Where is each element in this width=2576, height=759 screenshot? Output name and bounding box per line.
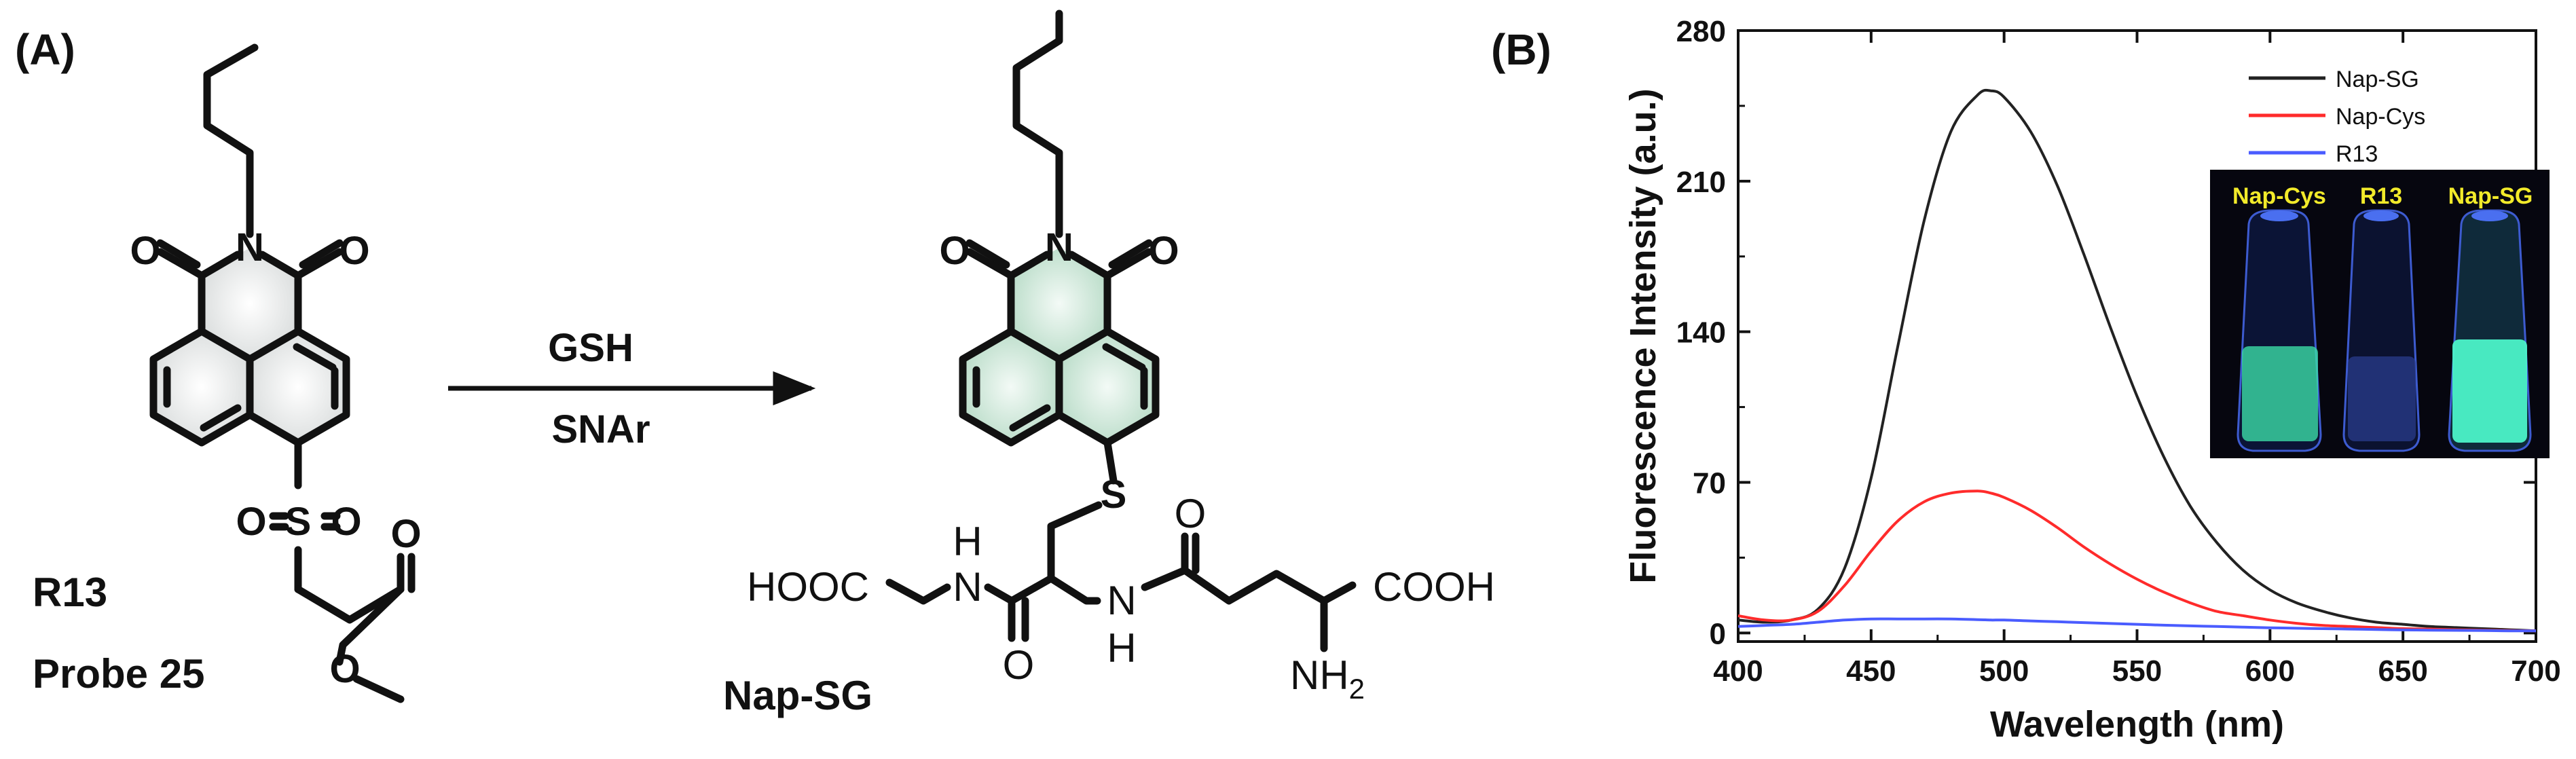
atom-s: S: [1101, 473, 1127, 517]
atom-o: O: [1175, 491, 1207, 536]
reaction-type: SNAr: [551, 407, 650, 451]
atom-n: N: [1045, 225, 1073, 270]
atom-o: O: [329, 647, 360, 691]
vial-r13: [2342, 209, 2421, 452]
atom-o: O: [390, 512, 421, 556]
atom-o: O: [1148, 229, 1179, 273]
product-molecule: [885, 10, 1357, 652]
y-tick-label: 70: [1693, 466, 1726, 500]
probe-molecule: [149, 43, 416, 703]
hooc-group: HOOC: [747, 564, 869, 610]
x-tick-label: 550: [2112, 654, 2162, 688]
inset-photo: Nap-Cys R13 Nap-SG: [2210, 170, 2550, 458]
reaction-scheme: (A) N O O: [15, 10, 1495, 718]
y-tick-label: 0: [1710, 617, 1726, 650]
product-group-labels: H N O N H O HOOC COOH NH2: [747, 491, 1495, 705]
series-line-r13: [1737, 617, 2536, 633]
panel-a-label: (A): [15, 25, 75, 74]
y-axis-label: Fluorescence Intensity (a.u.): [1623, 88, 1663, 583]
probe-alias: Probe 25: [33, 651, 204, 697]
legend-label-r13: R13: [2336, 141, 2378, 167]
atom-h: H: [1107, 625, 1136, 671]
x-tick-label: 700: [2511, 654, 2560, 688]
y-tick-label: 280: [1676, 15, 1726, 48]
inset-label-nap-cys: Nap-Cys: [2232, 183, 2326, 209]
inset-label-r13: R13: [2360, 183, 2402, 209]
x-tick-label: 650: [2378, 654, 2427, 688]
atom-o: O: [939, 229, 970, 273]
legend-label-nap-sg: Nap-SG: [2336, 67, 2419, 92]
probe-name: R13: [33, 570, 107, 615]
reagent-gsh: GSH: [548, 326, 633, 370]
x-tick-label: 600: [2245, 654, 2295, 688]
amine-group: NH2: [1290, 652, 1365, 705]
x-tick-label: 500: [1979, 654, 2029, 688]
inset-label-nap-sg: Nap-SG: [2448, 183, 2533, 209]
x-tick-label: 450: [1846, 654, 1896, 688]
cooh-group: COOH: [1373, 564, 1495, 610]
vial-nap-sg: [2448, 209, 2532, 452]
atom-h: H: [953, 519, 982, 564]
amine-subscript: 2: [1349, 673, 1365, 705]
amine-nh: NH: [1290, 652, 1349, 698]
y-tick-label: 140: [1676, 316, 1726, 350]
atom-o: O: [339, 229, 369, 273]
imide-ring: [202, 248, 298, 359]
series-line-nap-sg: [1737, 88, 2537, 633]
x-axis-label: Wavelength (nm): [1990, 704, 2284, 745]
product-name: Nap-SG: [723, 673, 872, 718]
legend-label-nap-cys: Nap-Cys: [2336, 104, 2425, 130]
atom-o: O: [130, 229, 160, 273]
atom-n: N: [953, 564, 982, 610]
product-atom-labels: N O O S: [939, 225, 1179, 517]
atom-n: N: [236, 225, 264, 270]
atom-o: O: [1003, 642, 1035, 688]
atom-n: N: [1107, 578, 1136, 623]
atom-o: O: [236, 500, 266, 544]
plot-area: 400 450 500 550 600 650 700 0 70 140 210 280Wavelen…: [1623, 15, 2561, 745]
x-tick-label: 400: [1713, 654, 1763, 688]
atom-o: O: [331, 500, 361, 544]
probe-atom-labels: N O O S O O O O: [130, 225, 421, 691]
panel-b-label: (B): [1491, 25, 1551, 74]
series-line-nap-cys: [1737, 489, 2537, 633]
vial-nap-cys: [2237, 209, 2322, 452]
atom-s: S: [285, 500, 312, 544]
imide-ring: [1011, 248, 1107, 359]
y-tick-label: 210: [1676, 166, 1726, 199]
